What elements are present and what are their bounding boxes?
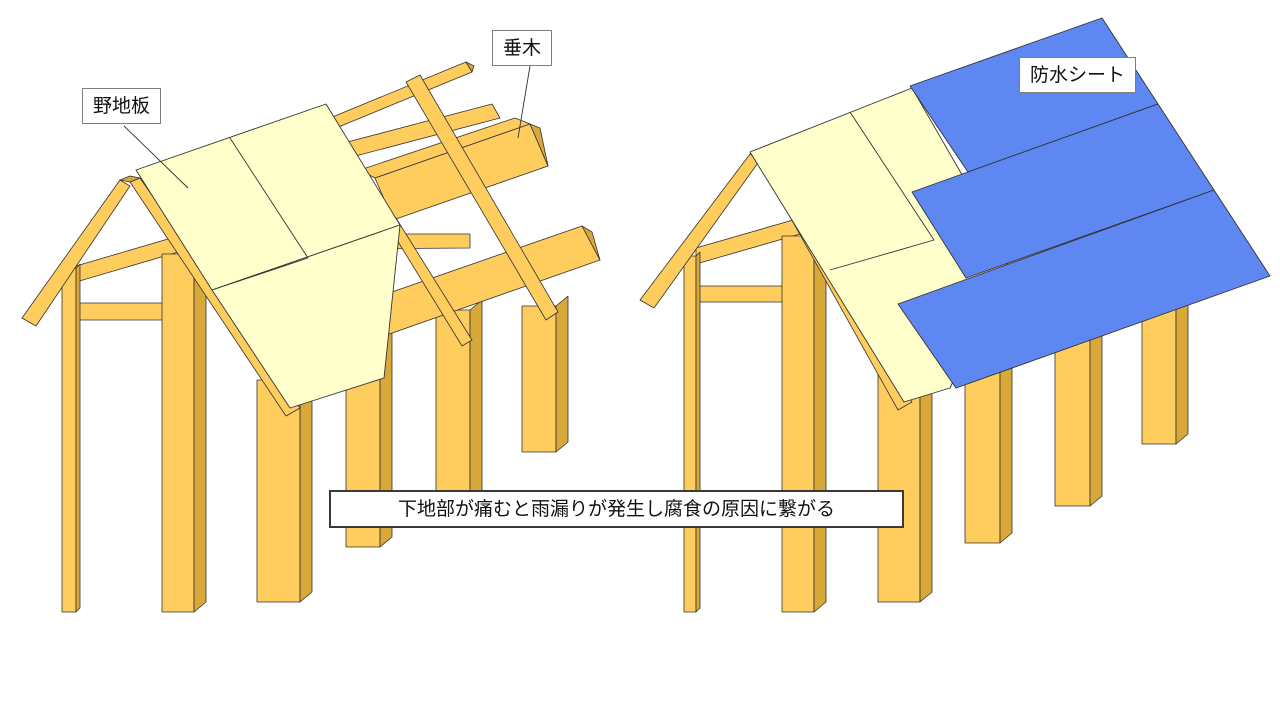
rafter-leader-line bbox=[517, 65, 531, 139]
right-frame bbox=[639, 17, 1271, 613]
left-frame bbox=[21, 61, 601, 613]
left-sheathing bbox=[135, 103, 401, 409]
left-diagonal-rafter bbox=[405, 74, 559, 321]
sheathing-label: 野地板 bbox=[82, 88, 162, 124]
rafter-label: 垂木 bbox=[492, 30, 553, 66]
sheathing-leader-line bbox=[123, 125, 189, 189]
right-back-posts bbox=[964, 289, 1189, 544]
caption-box: 下地部が痛むと雨漏りが発生し腐食の原因に繋がる bbox=[329, 490, 904, 528]
waterproof-sheet-label: 防水シート bbox=[1019, 57, 1137, 93]
right-waterproof-sheet bbox=[897, 17, 1271, 389]
